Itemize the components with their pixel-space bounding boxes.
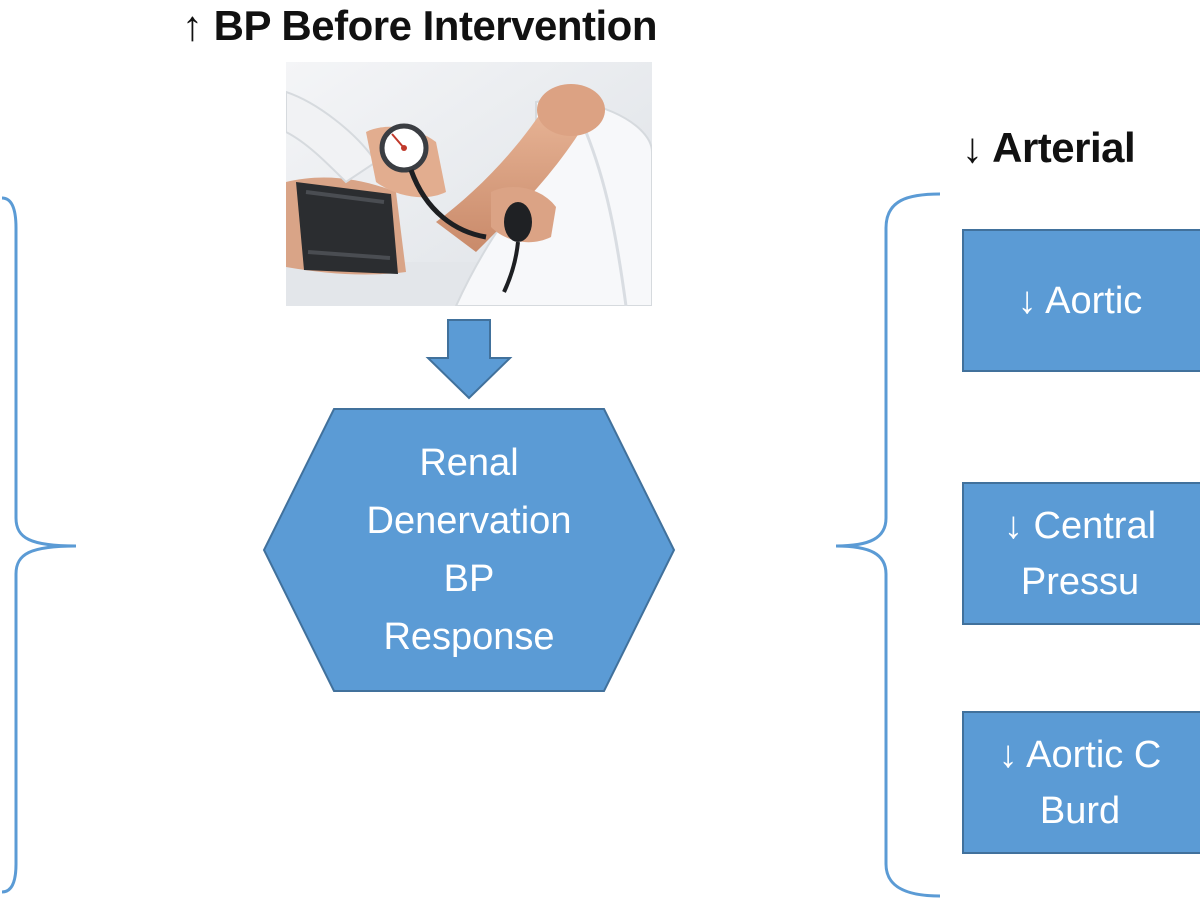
blood-pressure-measurement-icon — [286, 62, 652, 306]
outcome-box-aortic: ↓ Aortic — [962, 229, 1200, 372]
left-curly-brace — [1, 196, 77, 894]
down-arrow-icon — [425, 319, 513, 400]
outcome-box-central-pressure: ↓ Central Pressu — [962, 482, 1200, 625]
box-line: ↓ Central — [1003, 504, 1157, 547]
box-line: ↓ Aortic — [1017, 279, 1143, 322]
renal-denervation-hexagon — [262, 408, 676, 692]
title-before-intervention: ↑ BP Before Intervention — [182, 2, 657, 49]
box-line: Burd — [1039, 789, 1121, 832]
box-line: ↓ Aortic C — [998, 733, 1162, 776]
title-arterial: ↓ Arterial — [962, 124, 1136, 171]
right-curly-brace — [835, 192, 941, 898]
blood-pressure-photo — [286, 62, 652, 306]
outcome-box-aortic-burden: ↓ Aortic C Burd — [962, 711, 1200, 854]
box-line: Pressu — [1020, 560, 1140, 603]
